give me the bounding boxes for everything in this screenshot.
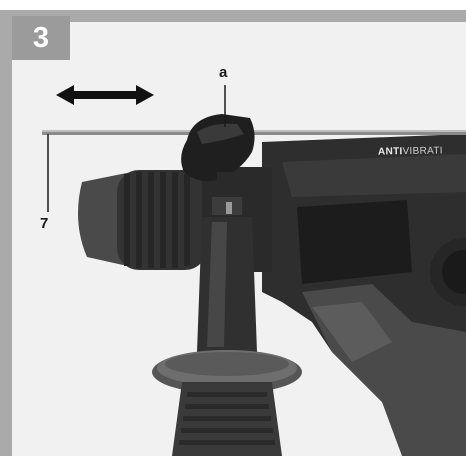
- brand-label-part1: ANTI: [377, 146, 403, 158]
- callout-label-a: a: [219, 64, 228, 81]
- figure-number: 3: [12, 16, 70, 60]
- brand-label: ANTIVIBRATI: [378, 145, 443, 157]
- brand-label-part2: VIBRATI: [402, 145, 443, 158]
- hammer-drill-illustration: [42, 85, 466, 456]
- double-arrow-icon: [56, 85, 154, 105]
- tool-photo: [12, 22, 466, 456]
- callout-label-7: 7: [40, 215, 49, 232]
